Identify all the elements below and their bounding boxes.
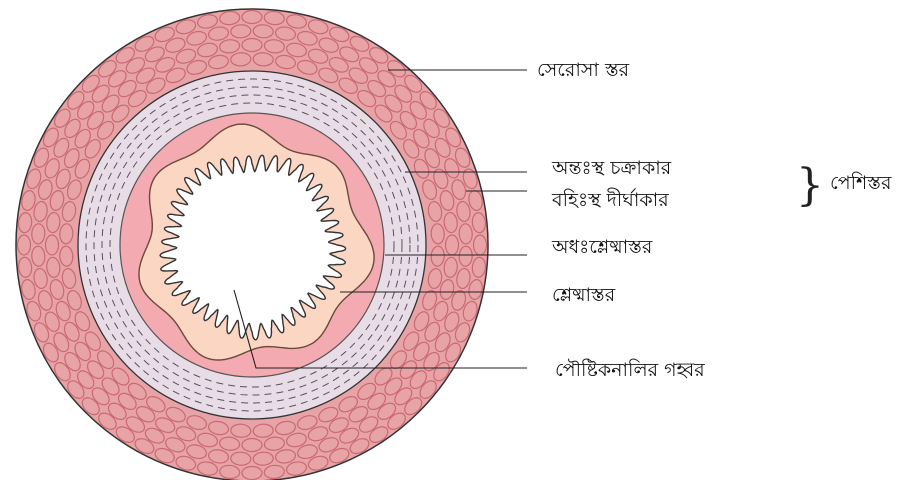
label-mucosa: শ্লেষ্মাস্তর (552, 284, 616, 306)
label-submucosa: অধঃশ্লেষ্মাস্তর (551, 236, 653, 258)
label-serosa: সেরোসা স্তর (537, 59, 630, 81)
label-muscle-group: পেশিস্তর (830, 172, 892, 194)
label-inner-circular: অন্তঃস্থ চক্রাকার (551, 157, 672, 179)
label-outer-longitudinal: বহিঃস্থ দীর্ঘাকার (551, 188, 669, 211)
brace-muscle-group: } (796, 160, 824, 211)
label-lumen: পৌষ্টিকনালির গহ্বর (555, 359, 705, 381)
